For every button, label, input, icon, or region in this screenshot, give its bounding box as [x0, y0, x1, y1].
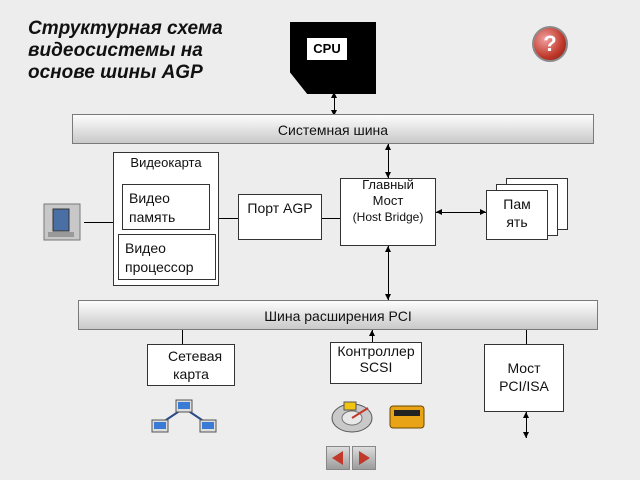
arrow-left-icon [332, 451, 343, 465]
video-card-label: Видеокарта [130, 155, 202, 170]
network-icon [150, 398, 220, 434]
cpu-label: CPU [307, 38, 347, 60]
network-card: Сетевая карта [147, 344, 235, 386]
cpu-chip: CPU [290, 22, 376, 94]
system-bus: Системная шина [72, 114, 594, 144]
scsi-controller: Контроллер SCSI [330, 342, 422, 384]
page-title: Структурная схема видеосистемы на основе… [28, 18, 223, 83]
agp-port: Порт AGP [238, 194, 322, 240]
nav-back-button[interactable] [326, 446, 350, 470]
host-bridge-subtitle: (Host Bridge) [352, 210, 424, 224]
help-icon: ? [543, 31, 557, 56]
video-memory: Видео память [122, 184, 210, 230]
host-bridge: Главный Мост (Host Bridge) [340, 177, 436, 246]
pci-bus: Шина расширения PCI [78, 300, 598, 330]
video-processor: Видео процессор [118, 234, 216, 280]
memory: Память [486, 190, 548, 240]
arrow-right-icon [359, 451, 370, 465]
host-bridge-title: Главный Мост [362, 177, 414, 208]
scsi-devices-icon [330, 398, 430, 436]
help-button[interactable]: ? [532, 26, 568, 62]
pci-isa-bridge: Мост PCI/ISA [484, 344, 564, 412]
monitor-icon [42, 202, 82, 242]
nav-forward-button[interactable] [352, 446, 376, 470]
